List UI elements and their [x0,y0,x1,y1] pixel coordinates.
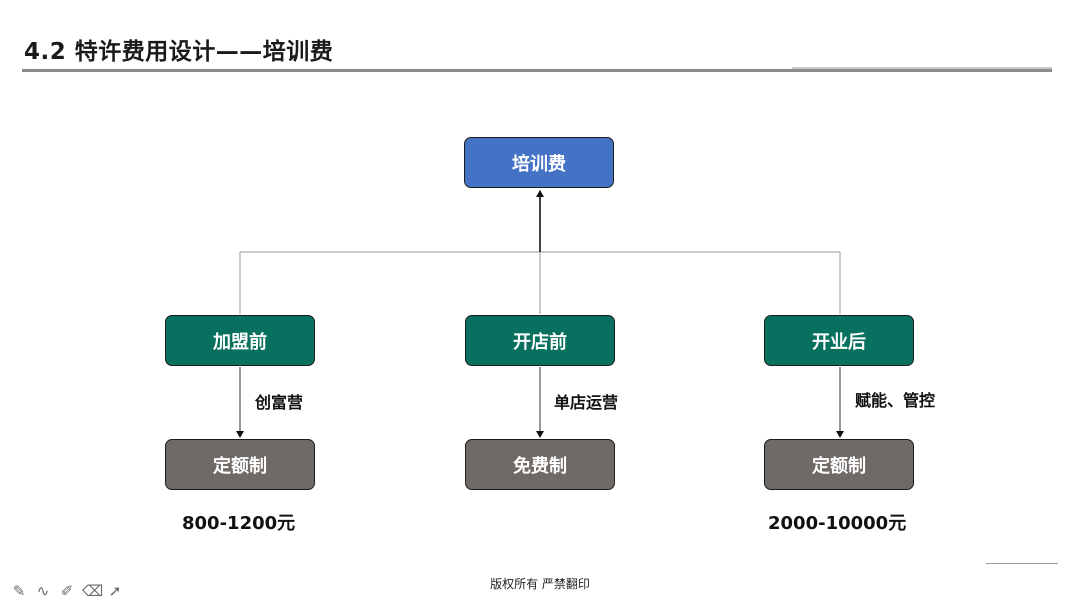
bottom-rule [986,563,1058,564]
title-rule [22,69,1052,72]
eraser-icon[interactable]: ⌫ [82,582,104,600]
copyright-text: 版权所有 严禁翻印 [490,577,590,591]
fee-node-3: 定额制 [764,439,914,490]
pen-icon[interactable]: ✎ [12,582,26,600]
title-rule-accent [792,67,1052,69]
edge-label-2: 单店运营 [554,393,619,412]
stage-node-after-opening: 开业后 [764,315,914,366]
fee-node-2: 免费制 [465,439,615,490]
stage-node-before-join: 加盟前 [165,315,315,366]
ink-icon[interactable]: ∿ [36,582,50,600]
fee-node-1: 定额制 [165,439,315,490]
presentation-toolbar: ✎ ∿ ✐ ⌫ ➚ [10,582,124,600]
pointer-icon[interactable]: ➚ [108,582,122,600]
amount-label-1: 800-1200元 [182,513,296,534]
stage-node-before-opening: 开店前 [465,315,615,366]
highlighter-icon[interactable]: ✐ [60,582,74,600]
root-node: 培训费 [464,137,614,188]
edge-label-3: 赋能、管控 [855,391,936,410]
slide-title: 4.2 特许费用设计——培训费 [24,39,334,65]
amount-label-3: 2000-10000元 [768,513,907,534]
edge-label-1: 创富营 [255,393,304,412]
